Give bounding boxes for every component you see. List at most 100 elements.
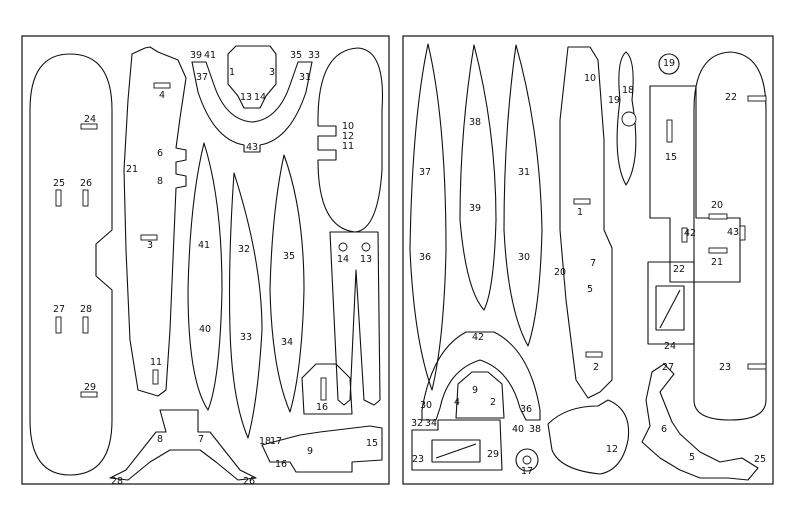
piece-tail [261, 425, 383, 473]
part-number-label: 30 [518, 252, 530, 263]
piece-gear-base [109, 409, 257, 481]
part-number-label: 22 [673, 264, 685, 275]
part-number-label: 21 [711, 257, 723, 268]
part-number-label: 40 [512, 424, 524, 435]
piece-seat-12 [547, 399, 630, 475]
part-number-label: 13 [360, 254, 372, 265]
part-number-label: 11 [150, 357, 162, 368]
wheel-hub [522, 455, 532, 465]
piece-upper-wing [693, 51, 767, 421]
part-number-label: 41 [198, 240, 210, 251]
part-number-label: 23 [412, 454, 424, 465]
part-number-label: 32 [238, 244, 250, 255]
part-number-label: 7 [198, 434, 204, 445]
floor-window [655, 285, 685, 331]
part-number-label: 3 [147, 240, 153, 251]
part-number-label: 36 [520, 404, 532, 415]
part-number-label: 14 [254, 92, 266, 103]
part-number-label: 31 [299, 72, 311, 83]
part-number-label: 12 [606, 444, 618, 455]
part-number-label: 10 [342, 121, 354, 132]
part-number-label: 24 [664, 341, 676, 352]
part-number-label: 8 [157, 434, 163, 445]
piece-strut-32 [228, 172, 263, 439]
part-number-label: 3 [269, 67, 275, 78]
slot [573, 198, 591, 205]
part-number-label: 15 [366, 438, 378, 449]
propeller-hub [621, 111, 637, 127]
part-number-label: 39 [469, 203, 481, 214]
part-number-label: 11 [342, 141, 354, 152]
part-number-label: 40 [199, 324, 211, 335]
slot [747, 95, 767, 102]
piece-cockpit-insert [227, 45, 277, 109]
piece-v-struts [329, 231, 381, 406]
part-number-label: 17 [521, 466, 533, 477]
piece-center-section [649, 85, 741, 283]
slot [140, 234, 158, 241]
piece-strut-35 [269, 154, 305, 413]
part-number-label: 2 [593, 362, 599, 373]
slot [55, 316, 62, 334]
part-number-label: 25 [754, 454, 766, 465]
part-number-label: 6 [661, 424, 667, 435]
piece-tab-16 [301, 363, 353, 415]
part-number-label: 25 [53, 178, 65, 189]
part-number-label: 43 [727, 227, 739, 238]
part-number-label: 14 [337, 254, 349, 265]
slot [152, 369, 159, 385]
part-number-label: 21 [126, 164, 138, 175]
piece-propeller [616, 51, 637, 186]
part-number-label: 15 [665, 152, 677, 163]
slot [80, 391, 98, 398]
part-number-label: 18 [622, 85, 634, 96]
part-number-label: 42 [684, 228, 696, 239]
slot [320, 377, 327, 401]
piece-base-29 [411, 419, 503, 471]
slot [82, 316, 89, 334]
part-number-label: 5 [689, 452, 695, 463]
part-17-wheel [515, 448, 539, 472]
base-window [431, 439, 481, 463]
part-number-label: 39 [190, 50, 202, 61]
part-number-label: 36 [419, 252, 431, 263]
piece-strut-31 [503, 44, 543, 347]
slot [585, 351, 603, 358]
piece-cockpit-frame [191, 61, 313, 153]
part-number-label: 28 [80, 304, 92, 315]
slot [708, 213, 728, 220]
part-number-label: 6 [157, 148, 163, 159]
part-number-label: 37 [196, 72, 208, 83]
slot [80, 123, 98, 130]
piece-fuselage-top [559, 46, 613, 399]
part-number-label: 7 [590, 258, 596, 269]
part-number-label: 9 [307, 446, 313, 457]
part-number-label: 42 [472, 332, 484, 343]
part-number-label: 4 [159, 90, 165, 101]
slot [708, 247, 728, 254]
part-number-label: 31 [518, 167, 530, 178]
hole [361, 242, 371, 252]
slot [739, 225, 746, 241]
part-number-label: 16 [275, 459, 287, 470]
piece-strut-41 [187, 142, 223, 411]
slot [55, 189, 62, 207]
part-19-disc [658, 53, 680, 75]
part-number-label: 18 [259, 436, 271, 447]
part-number-label: 43 [246, 142, 258, 153]
part-number-label: 38 [469, 117, 481, 128]
part-number-label: 17 [270, 436, 282, 447]
part-number-label: 37 [419, 167, 431, 178]
slot [153, 82, 171, 89]
piece-strut-38 [459, 44, 497, 311]
part-number-label: 20 [554, 267, 566, 278]
slot [666, 119, 673, 143]
piece-bulkhead [317, 47, 384, 233]
part-number-label: 38 [529, 424, 541, 435]
left-sheet-frame [21, 35, 390, 485]
part-number-label: 33 [308, 50, 320, 61]
piece-floor-24 [647, 261, 695, 345]
part-number-label: 5 [587, 284, 593, 295]
part-number-label: 24 [84, 114, 96, 125]
slot [681, 227, 688, 243]
